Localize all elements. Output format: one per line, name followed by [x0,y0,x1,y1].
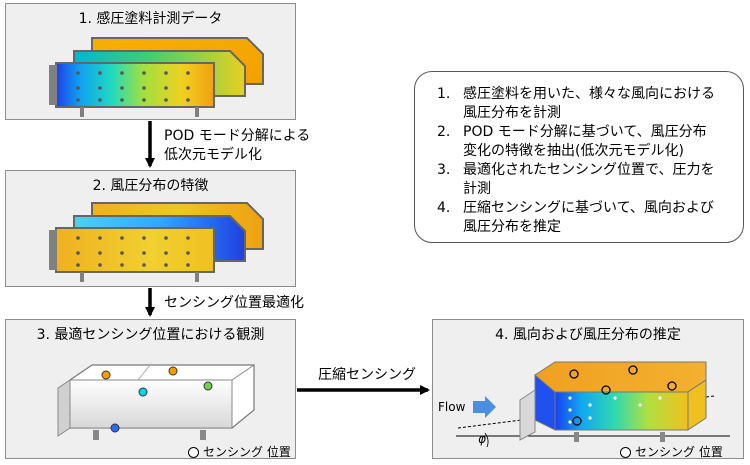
legend-sensing-position-p3: センシング 位置 [188,443,291,460]
summary-item-2: 2.POD モード分解に基づいて、風圧分布 変化の特徴を抽出(低次元モデル化) [437,124,707,159]
panel-title-pressure-features: 2. 風圧分布の特徴 [92,178,209,194]
legend-circle-icon [620,447,631,458]
legend-circle-icon [188,447,199,458]
pod-mode-stack [49,202,264,282]
pressure-map-front [49,62,215,117]
flow-label: Flow [438,400,466,414]
panel-title-sensing-observation: 3. 最適センシング位置における観測 [36,327,265,343]
pressure-map-stack [49,37,264,117]
summary-item-1: 1.感圧塗料を用いた、様々な風向における 風圧分布を計測 [437,86,715,121]
panel-title-pressure-data: 1. 感圧塗料計測データ [78,11,223,27]
panel-title-estimation: 4. 風向および風圧分布の推定 [495,327,681,343]
phi-label: φ [478,432,486,446]
building-model-sensing [57,364,255,440]
legend-sensing-position-p4: センシング 位置 [620,443,723,460]
building-model-estimation [456,361,730,448]
summary-item-4: 4.圧縮センシングに基づいて、風向および 風圧分布を推定 [437,200,714,235]
label-pod-line2: 低次元モデル化 [164,147,262,163]
summary-box: 1.感圧塗料を用いた、様々な風向における 風圧分布を計測 2.POD モード分解… [414,71,744,243]
label-compressed-sensing: 圧縮センシング [318,367,416,383]
label-pod-line1: POD モード分解による [164,128,311,144]
summary-item-3: 3.最適化されたセンシング位置で、圧力を 計測 [437,162,715,197]
flow-arrow [473,396,496,418]
pressure-map-taps [76,71,190,102]
label-sensor-opt: センシング位置最適化 [164,295,304,311]
